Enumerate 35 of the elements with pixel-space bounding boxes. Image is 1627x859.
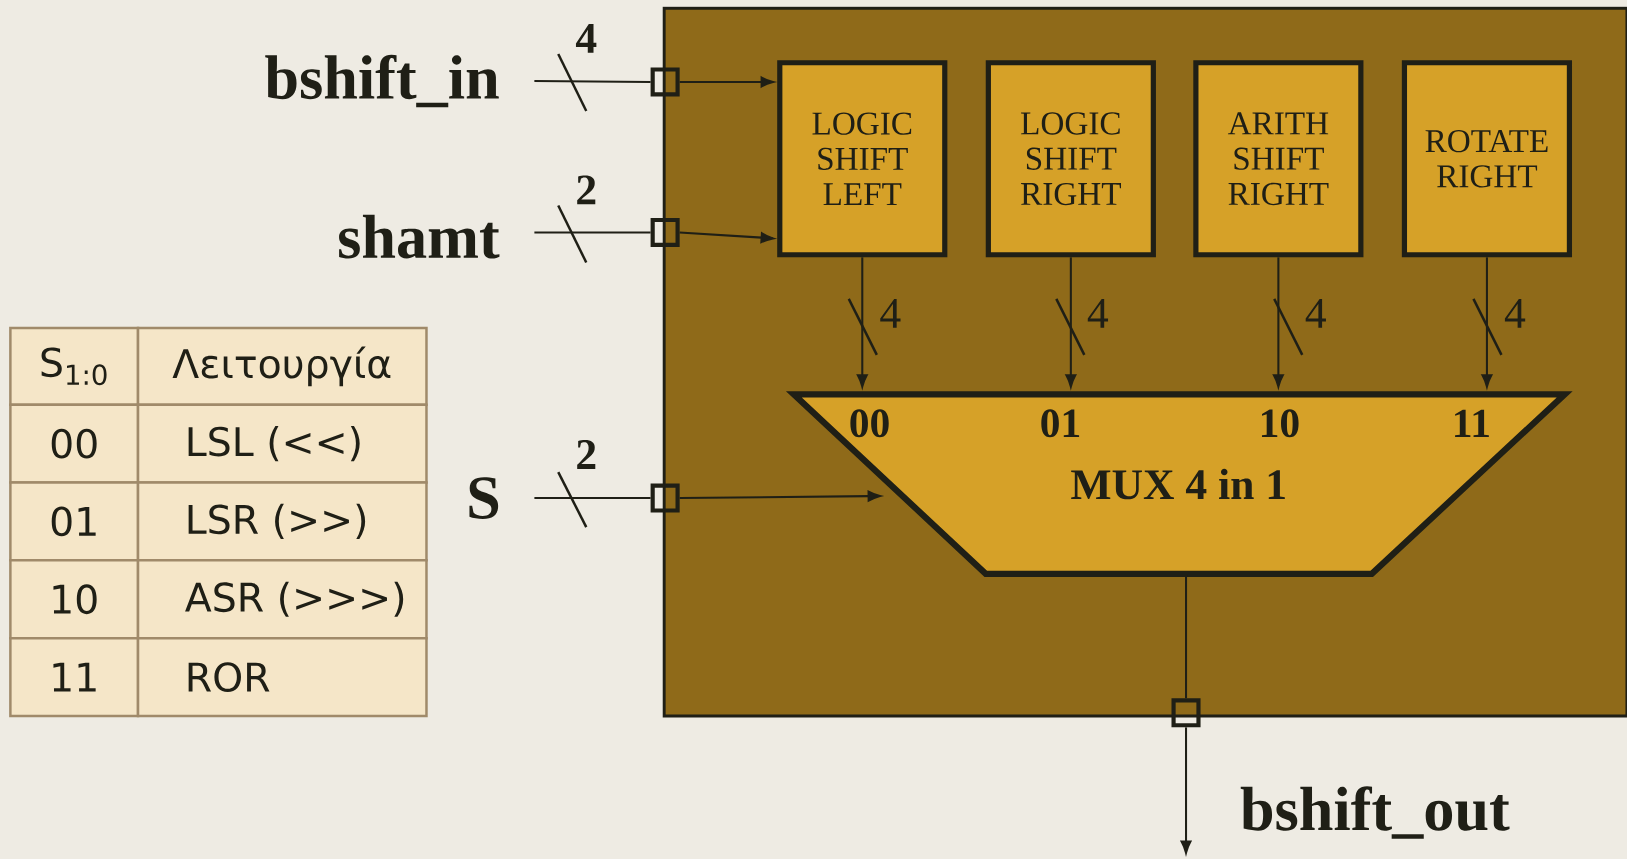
connector bbox=[679, 76, 774, 88]
table-cell: 01 bbox=[9, 481, 140, 562]
table-cell: 00 bbox=[9, 403, 140, 484]
connector bbox=[534, 231, 651, 234]
port-square bbox=[1171, 698, 1201, 728]
table-cell: 11 bbox=[9, 636, 140, 718]
port-square bbox=[650, 217, 680, 247]
connector bbox=[1065, 257, 1077, 388]
function-box: LOGIC SHIFT LEFT bbox=[777, 60, 948, 258]
function-box: ROTATE RIGHT bbox=[1401, 60, 1572, 258]
port-square bbox=[650, 483, 680, 513]
bus-width-label: 4 bbox=[575, 24, 597, 53]
signal-name: shamt bbox=[339, 214, 500, 259]
function-box: ARITH SHIFT RIGHT bbox=[1193, 60, 1364, 258]
bus-width-label: 4 bbox=[880, 298, 901, 328]
table-cell: 10 bbox=[9, 559, 140, 640]
connector bbox=[856, 257, 868, 388]
bus-width-label: 2 bbox=[577, 439, 596, 469]
connector bbox=[679, 490, 881, 502]
signal-name: bshift_out bbox=[1240, 786, 1510, 839]
connector bbox=[1272, 257, 1284, 388]
bus-width-label: 4 bbox=[1087, 298, 1109, 328]
table-header-cell: S$_{1:0}$ bbox=[9, 326, 140, 406]
bus-width-label: 4 bbox=[1305, 298, 1326, 328]
signal-name: bshift_in bbox=[265, 54, 499, 108]
connector bbox=[534, 79, 651, 83]
connector bbox=[1180, 727, 1192, 854]
bus-width-label: 4 bbox=[1504, 298, 1526, 328]
function-box: LOGIC SHIFT RIGHT bbox=[985, 60, 1156, 258]
connector bbox=[534, 496, 651, 500]
port-square bbox=[650, 67, 680, 97]
signal-name: S bbox=[469, 477, 499, 519]
connector bbox=[1185, 574, 1188, 699]
connector bbox=[1481, 257, 1493, 388]
bus-width-label: 2 bbox=[577, 175, 596, 205]
